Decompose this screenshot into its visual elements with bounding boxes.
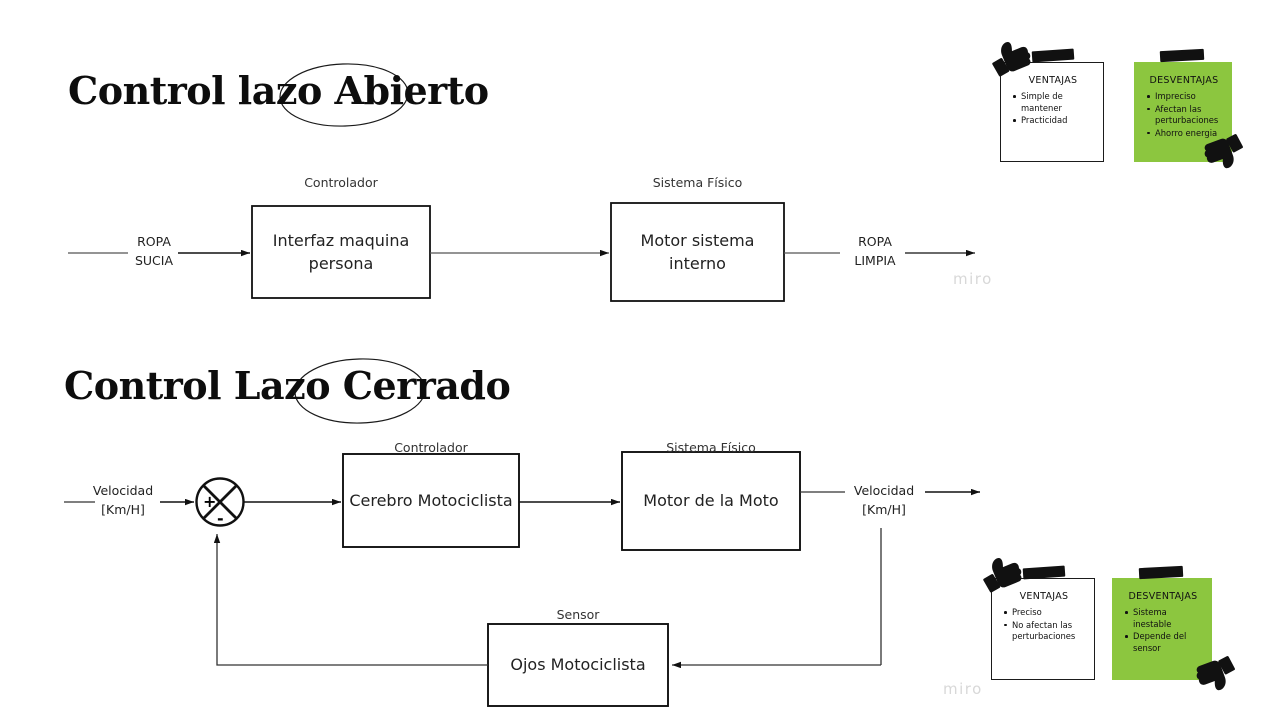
list-item: Ahorro energia: [1147, 128, 1225, 140]
block-caption-controlador-open: Controlador: [304, 175, 378, 190]
signal-label-line-2: SUCIA: [134, 252, 174, 268]
block-ojos-motociclista[interactable]: [487, 623, 669, 707]
list-item: Preciso: [1004, 607, 1088, 619]
summing-junction-plus-sign: +: [203, 492, 217, 511]
signal-label-line-2: [Km/H]: [101, 501, 145, 517]
signal-label-line-2: LIMPIA: [854, 252, 896, 268]
thumbs-up-icon: [992, 42, 1031, 77]
note-desventajas-closed-loop[interactable]: DESVENTAJAS Sistema inestable Depende de…: [1112, 578, 1212, 680]
miro-watermark-top: miro: [953, 270, 993, 288]
signal-label-velocidad-output: Velocidad [Km/H]: [848, 482, 920, 520]
block-caption-sistema-fisico-closed: Sistema Físico: [666, 440, 756, 455]
note-list: Sistema inestable Depende del sensor: [1121, 607, 1205, 654]
thumbs-up-icon: [983, 558, 1022, 593]
list-item: No afectan las perturbaciones: [1004, 620, 1088, 643]
miro-watermark-bottom: miro: [943, 680, 983, 698]
block-text-interfaz-maquina-persona: Interfaz maquina persona: [272, 230, 410, 273]
page-title-closed-loop: Control Lazo Cerrado: [64, 363, 511, 408]
tape-strip: [1138, 565, 1184, 580]
block-interfaz-maquina-persona[interactable]: [251, 205, 431, 299]
signal-label-line-1: ROPA: [858, 234, 892, 249]
signal-label-ropa-limpia: ROPA LIMPIA: [845, 233, 905, 271]
block-caption-sistema-fisico-open: Sistema Físico: [652, 175, 743, 190]
block-caption-controlador-closed: Controlador: [394, 440, 468, 455]
note-ventajas-closed-loop[interactable]: VENTAJAS Preciso No afectan las perturba…: [991, 578, 1095, 680]
signal-label-ropa-sucia: ROPA SUCIA: [128, 233, 180, 271]
note-list: Preciso No afectan las perturbaciones: [1000, 607, 1088, 643]
feedback-return-path: [213, 534, 488, 666]
block-text-motor-sistema-interno: Motor sistema interno: [640, 230, 755, 273]
note-ventajas-open-loop[interactable]: VENTAJAS Simple de mantener Practicidad: [1000, 62, 1104, 162]
note-title: VENTAJAS: [1019, 591, 1069, 602]
circle-annotation-cerrado: [294, 358, 426, 424]
list-item: Practicidad: [1013, 115, 1097, 127]
note-list: Impreciso Afectan las perturbaciones Aho…: [1143, 91, 1225, 139]
signal-label-velocidad-input: Velocidad [Km/H]: [88, 482, 158, 520]
tape-strip: [1159, 48, 1205, 63]
block-motor-de-la-moto[interactable]: [621, 451, 801, 551]
signal-label-line-2: [Km/H]: [862, 501, 906, 517]
list-item: Impreciso: [1147, 91, 1225, 103]
note-list: Simple de mantener Practicidad: [1009, 91, 1097, 127]
note-title: VENTAJAS: [1028, 75, 1078, 86]
note-title: DESVENTAJAS: [1128, 591, 1198, 602]
list-item: Depende del sensor: [1125, 631, 1205, 654]
block-motor-sistema-interno[interactable]: [610, 202, 785, 302]
signal-label-line-1: Velocidad: [92, 483, 154, 498]
list-item: Afectan las perturbaciones: [1147, 104, 1225, 127]
note-title: DESVENTAJAS: [1149, 75, 1219, 86]
list-item: Sistema inestable: [1125, 607, 1205, 630]
summing-junction-cross-2: [202, 484, 238, 520]
block-text-ojos-motociclista: Ojos Motociclista: [510, 655, 646, 675]
block-caption-sensor: Sensor: [556, 607, 600, 622]
page-title-open-loop: Control lazo Abierto: [68, 68, 489, 113]
summing-junction-minus-sign: -: [217, 509, 224, 528]
signal-label-line-1: ROPA: [137, 234, 171, 249]
block-text-cerebro-motociclista: Cerebro Motociclista: [349, 490, 513, 510]
circle-annotation-abierto: [279, 63, 409, 127]
thumbs-down-icon: [1204, 134, 1243, 169]
list-item: Simple de mantener: [1013, 91, 1097, 114]
block-text-motor-de-la-moto: Motor de la Moto: [643, 491, 779, 511]
block-cerebro-motociclista[interactable]: [342, 453, 520, 548]
signal-label-line-1: Velocidad: [853, 483, 915, 498]
thumbs-down-icon: [1196, 656, 1235, 691]
